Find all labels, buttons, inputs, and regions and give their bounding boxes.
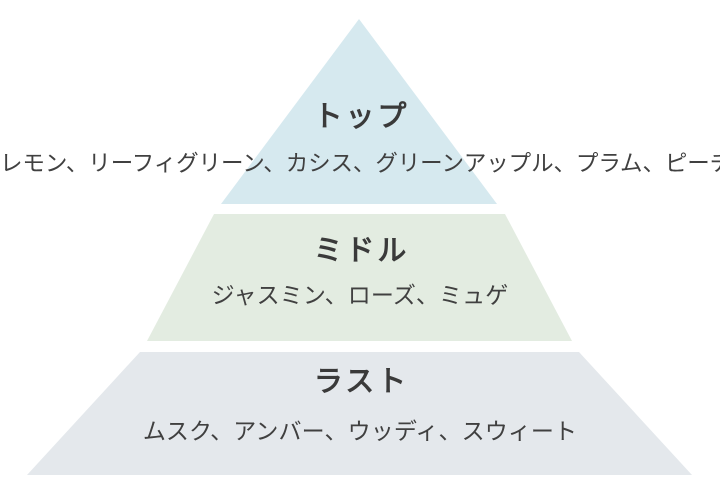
pyramid-tier-top-shape	[221, 19, 497, 204]
pyramid-tier-middle-shape	[147, 214, 572, 341]
pyramid-tier-last-shape	[27, 352, 692, 475]
